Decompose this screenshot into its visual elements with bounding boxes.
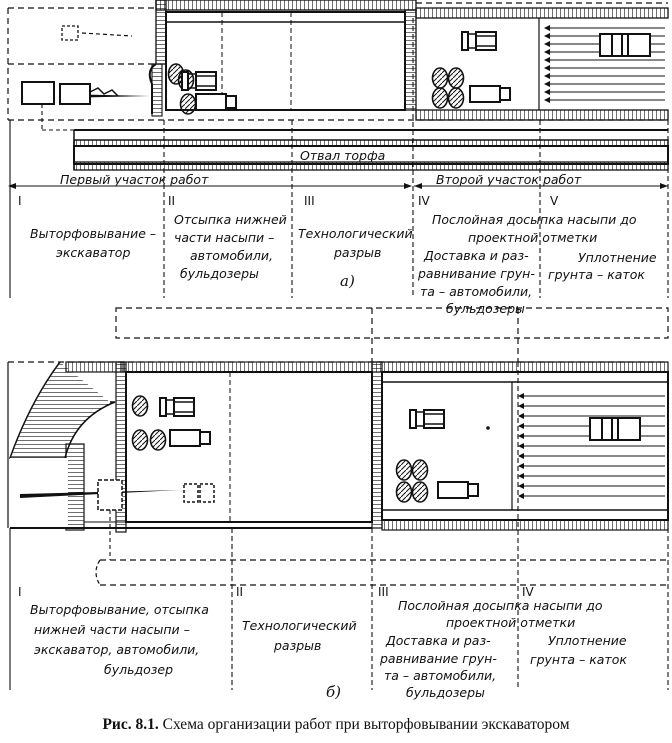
- stage-a-2-number: II: [168, 194, 175, 208]
- stage-a-2-line-4: бульдозеры: [180, 266, 259, 281]
- stage-b-4-line-2: грунта – каток: [530, 652, 627, 667]
- stage-b-4-line-1: Уплотнение: [548, 633, 627, 648]
- diagram-a: Отвал торфа Первый участок работ Второй …: [7, 0, 669, 316]
- section2-label: Второй участок работ: [436, 172, 582, 187]
- stage-a-4-number: IV: [418, 194, 431, 208]
- stage-b-1-line-3: экскаватор, автомобили,: [34, 642, 199, 657]
- stage-a-4b-line-2: равнивание грун-: [417, 266, 535, 281]
- stage-a-3-line-2: разрыв: [333, 245, 381, 260]
- stage-a-5-number: V: [550, 194, 559, 208]
- stage-a-1-line-1: Выторфовывание –: [30, 226, 156, 241]
- stage-a-4b-line-1: Доставка и раз-: [423, 248, 529, 263]
- stage-b-2-line-2: разрыв: [273, 638, 321, 653]
- spoil-label: Отвал торфа: [300, 148, 385, 163]
- stage-a-3-number: III: [304, 194, 315, 208]
- stage-a-2-line-2: части насыпи –: [174, 230, 274, 245]
- stage-a-4b-line-4: бульдозеры: [446, 301, 525, 316]
- stage-b-1-line-4: бульдозер: [104, 662, 173, 677]
- figure-caption: Рис. 8.1. Схема организации работ при вы…: [0, 716, 672, 734]
- stage-a-1-line-2: экскаватор: [56, 245, 130, 260]
- stage-b-2-line-1: Технологический: [242, 618, 357, 633]
- section1-label: Первый участок работ: [60, 172, 209, 187]
- stage-b-3b-line-4: бульдозеры: [406, 685, 485, 700]
- stage-a-4b-line-3: та – автомобили,: [420, 284, 532, 299]
- diagram-b: I Выторфовывание, отсыпка нижней части н…: [7, 307, 669, 701]
- stage-b-4-number: IV: [522, 585, 535, 599]
- stage-b-3b-line-2: равнивание грун-: [379, 651, 497, 666]
- stage-b-1-line-1: Выторфовывание, отсыпка: [30, 602, 209, 617]
- diagram-b-label: б): [326, 683, 341, 701]
- stage-b-3-line-1: Послойная досыпка насыпи до: [398, 598, 603, 613]
- stage-b-2-number: II: [236, 585, 243, 599]
- caption-text: Схема организации работ при выторфовыван…: [158, 716, 570, 733]
- stage-a-1-number: I: [18, 194, 22, 208]
- caption-prefix: Рис. 8.1.: [102, 716, 159, 733]
- stage-a-4-line-2: проектной отметки: [468, 230, 597, 245]
- stage-b-3-number: III: [378, 585, 389, 599]
- stage-b-3b-line-3: та – автомобили,: [384, 668, 496, 683]
- stage-a-2-line-1: Отсыпка нижней: [174, 212, 287, 227]
- stage-a-5-line-2: грунта – каток: [548, 267, 645, 282]
- stage-b-1-line-2: нижней части насыпи –: [34, 622, 190, 637]
- diagram-a-label: а): [340, 272, 355, 290]
- stage-b-3b-line-1: Доставка и раз-: [385, 633, 491, 648]
- stage-a-3-line-1: Технологический: [298, 226, 413, 241]
- stage-b-3-line-2: проектной отметки: [446, 615, 575, 630]
- stage-a-2-line-3: автомобили,: [190, 248, 273, 263]
- stage-a-4-line-1: Послойная досыпка насыпи до: [432, 212, 637, 227]
- stage-b-1-number: I: [18, 585, 22, 599]
- stage-a-5-line-1: Уплотнение: [578, 250, 657, 265]
